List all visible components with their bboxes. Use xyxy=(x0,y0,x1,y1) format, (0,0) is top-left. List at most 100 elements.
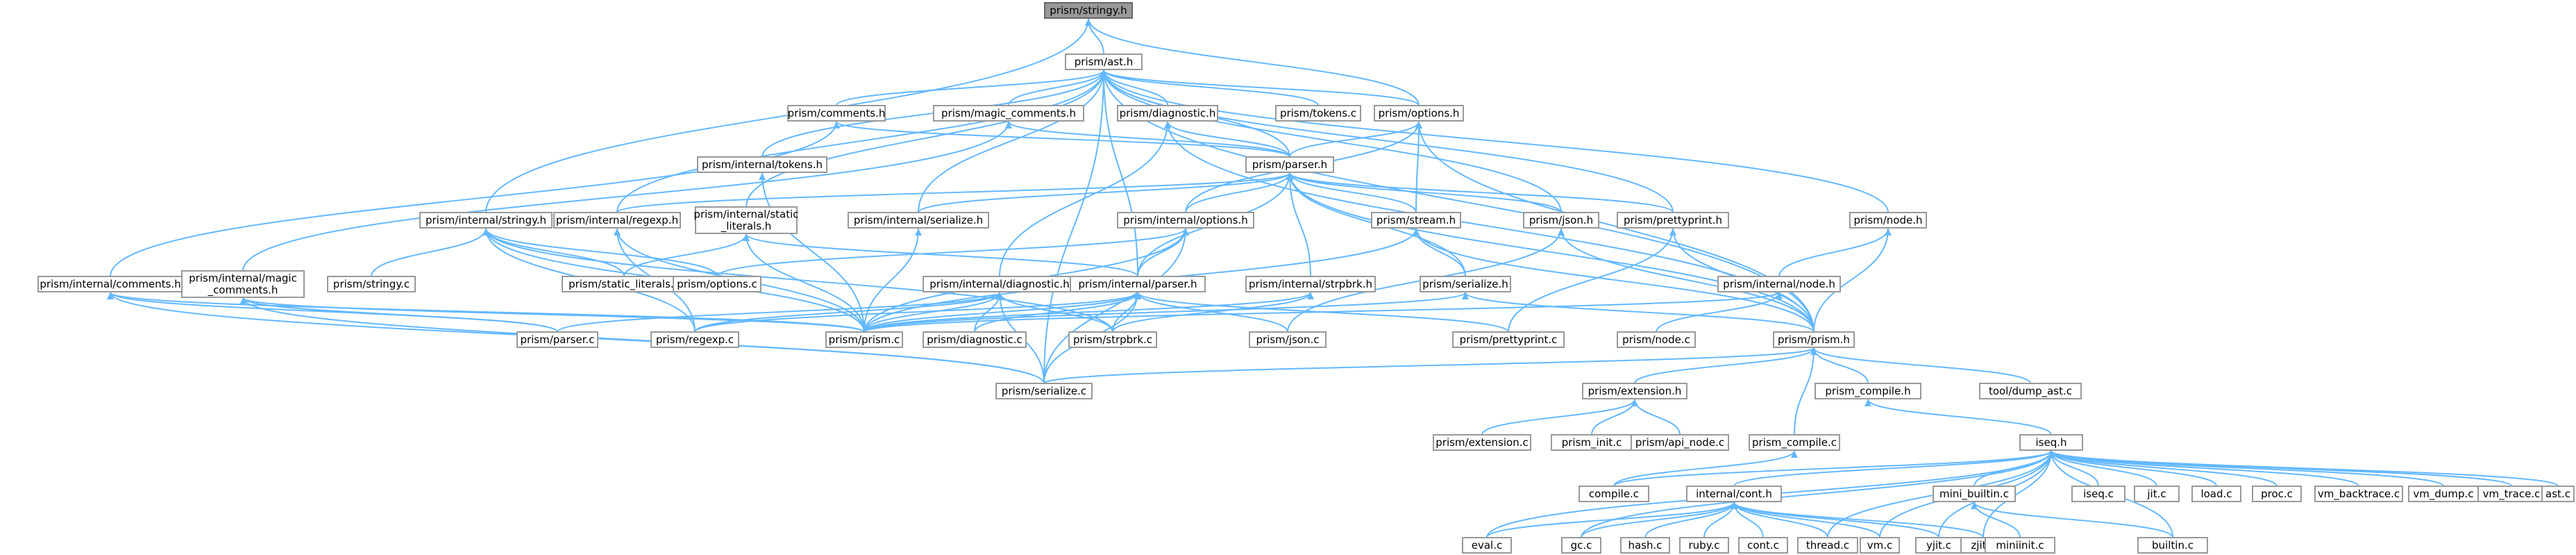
node-options-c[interactable]: prism/options.c xyxy=(673,276,761,292)
node-internal-parser-h[interactable]: prism/internal/parser.h xyxy=(1070,276,1206,292)
node-internal-cont-h[interactable]: internal/cont.h xyxy=(1686,486,1782,502)
node-internal-options-h[interactable]: prism/internal/options.h xyxy=(1117,212,1254,229)
node-options-h[interactable]: prism/options.h xyxy=(1374,105,1464,122)
node-internal-serialize-h[interactable]: prism/internal/serialize.h xyxy=(848,212,989,229)
edge-serialize_c-to-internal_options_h xyxy=(1043,228,1189,384)
node-jit-c[interactable]: jit.c xyxy=(2134,486,2180,502)
node-ruby-c[interactable]: ruby.c xyxy=(1679,537,1729,554)
edge-internal_serialize_h-to-ast_h xyxy=(918,69,1107,213)
node-iseq-c[interactable]: iseq.c xyxy=(2071,486,2125,502)
node-diagnostic-h[interactable]: prism/diagnostic.h xyxy=(1117,105,1218,122)
edge-load_c-to-iseq_h xyxy=(2048,450,2217,487)
edge-node_h-to-ast_h xyxy=(1100,69,1889,213)
node-tokens-c[interactable]: prism/tokens.c xyxy=(1275,105,1361,122)
node-comments-h[interactable]: prism/comments.h xyxy=(787,105,886,122)
node-proc-c[interactable]: proc.c xyxy=(2252,486,2302,502)
edge-tokens_c-to-ast_h xyxy=(1100,69,1319,106)
edge-tool_dump_ast_c-to-prism_h xyxy=(1810,347,2031,384)
node-diagnostic-c[interactable]: prism/diagnostic.c xyxy=(923,331,1027,348)
node-compile-c[interactable]: compile.c xyxy=(1579,486,1649,502)
node-label: prism/options.h xyxy=(1379,107,1460,119)
node-load-c[interactable]: load.c xyxy=(2191,486,2241,502)
node-stream-h[interactable]: prism/stream.h xyxy=(1371,212,1461,229)
node-yjit-c[interactable]: yjit.c xyxy=(1915,537,1962,554)
node-box xyxy=(1582,383,1687,399)
node-cont-c[interactable]: cont.c xyxy=(1738,537,1788,554)
node-parser-c[interactable]: prism/parser.c xyxy=(516,331,598,348)
node-json-c[interactable]: prism/json.c xyxy=(1249,331,1327,348)
node-ast-h[interactable]: prism/ast.h xyxy=(1065,53,1143,70)
node-prism-init-c[interactable]: prism_init.c xyxy=(1551,434,1633,451)
node-static-literals-c[interactable]: prism/static_literals.c xyxy=(562,276,687,292)
node-prettyprint-c[interactable]: prism/prettyprint.c xyxy=(1452,331,1565,348)
node-prism-h[interactable]: prism/prism.h xyxy=(1773,331,1855,348)
node-thread-c[interactable]: thread.c xyxy=(1797,537,1858,554)
node-strpbrk-c[interactable]: prism/strpbrk.c xyxy=(1068,331,1157,348)
node-box xyxy=(2191,486,2241,502)
node-vm-dump-c[interactable]: vm_dump.c xyxy=(2408,486,2479,502)
node-prism-compile-h[interactable]: prism_compile.h xyxy=(1815,383,1921,399)
edge-hash_c-to-internal_cont_h xyxy=(1644,502,1737,538)
node-vm-c[interactable]: vm.c xyxy=(1860,537,1900,554)
edge-diagnostic_c-to-internal_parser_h xyxy=(974,292,1141,333)
node-api-node-c[interactable]: prism/api_node.c xyxy=(1631,434,1729,451)
edge-prism_compile_c-to-prism_h xyxy=(1794,347,1817,436)
node-internal-stringy-h[interactable]: prism/internal/stringy.h xyxy=(419,212,553,229)
node-stringy-c[interactable]: prism/stringy.c xyxy=(327,276,416,292)
node-extension-c[interactable]: prism/extension.c xyxy=(1433,434,1531,451)
node-tool-dump-ast-c[interactable]: tool/dump_ast.c xyxy=(1979,383,2082,399)
node-label: prism/internal/tokens.h xyxy=(702,158,823,171)
node-box xyxy=(1797,537,1858,554)
edge-serialize_c-to-internal_magic_comments_h xyxy=(239,297,1045,384)
node-label: yjit.c xyxy=(1926,539,1951,552)
node-box xyxy=(1523,212,1599,229)
node-builtin-c[interactable]: builtin.c xyxy=(2137,537,2208,554)
node-internal-comments-h[interactable]: prism/internal/comments.h xyxy=(37,276,183,292)
node-stringy-h[interactable]: prism/stringy.h xyxy=(1044,2,1133,19)
node-eval-c[interactable]: eval.c xyxy=(1462,537,1512,554)
node-label: prism/json.c xyxy=(1256,333,1319,346)
node-internal-node-h[interactable]: prism/internal/node.h xyxy=(1717,276,1841,292)
node-node-h[interactable]: prism/node.h xyxy=(1849,212,1927,229)
node-label: prism/internal/strpbrk.h xyxy=(1249,278,1372,290)
node-extension-h[interactable]: prism/extension.h xyxy=(1582,383,1687,399)
node-prettyprint-h[interactable]: prism/prettyprint.h xyxy=(1617,212,1729,229)
node-miniinit-c[interactable]: miniinit.c xyxy=(1985,537,2055,554)
node-label: prism/diagnostic.c xyxy=(927,333,1022,346)
node-serialize-h[interactable]: prism/serialize.h xyxy=(1420,276,1511,292)
node-vm-backtrace-c[interactable]: vm_backtrace.c xyxy=(2314,486,2403,502)
node-label: prism/internal/stringy.h xyxy=(426,214,546,226)
node-label: prism/stringy.c xyxy=(333,278,410,290)
node-serialize-c[interactable]: prism/serialize.c xyxy=(995,383,1093,399)
edge-thread_c-to-internal_cont_h xyxy=(1731,502,1828,538)
node-json-h[interactable]: prism/json.h xyxy=(1523,212,1599,229)
node-internal-tokens-h[interactable]: prism/internal/tokens.h xyxy=(697,156,827,173)
node-box xyxy=(1849,212,1927,229)
edge-gc_c-to-internal_cont_h xyxy=(1581,502,1737,538)
node-label: prism/internal/comments.h xyxy=(40,278,180,290)
node-regexp-c[interactable]: prism/regexp.c xyxy=(650,331,739,348)
node-vm-trace-c[interactable]: vm_trace.c xyxy=(2477,486,2545,502)
node-internal-static-literals-h[interactable]: prism/internal/static_literals.h xyxy=(693,206,799,234)
node-internal-strpbrk-h[interactable]: prism/internal/strpbrk.h xyxy=(1245,276,1376,292)
edge-extension_c-to-extension_h xyxy=(1481,399,1638,436)
node-internal-diagnostic-h[interactable]: prism/internal/diagnostic.h xyxy=(923,276,1077,292)
edge-internal_serialize_h-to-parser_h xyxy=(918,172,1293,213)
node-ast-c[interactable]: ast.c xyxy=(2541,486,2575,502)
node-internal-regexp-h[interactable]: prism/internal/regexp.h xyxy=(553,212,681,229)
node-magic-comments-h[interactable]: prism/magic_comments.h xyxy=(933,105,1084,122)
node-gc-c[interactable]: gc.c xyxy=(1561,537,1601,554)
node-mini-builtin-c[interactable]: mini_builtin.c xyxy=(1933,486,2016,502)
node-iseq-h[interactable]: iseq.h xyxy=(2019,434,2083,451)
node-hash-c[interactable]: hash.c xyxy=(1620,537,1670,554)
node-box xyxy=(1617,212,1729,229)
node-node-c[interactable]: prism/node.c xyxy=(1617,331,1696,348)
edge-json_h-to-ast_h xyxy=(1100,69,1562,213)
node-prism-c[interactable]: prism/prism.c xyxy=(825,331,903,348)
node-box xyxy=(516,331,598,348)
node-parser-h[interactable]: prism/parser.h xyxy=(1245,156,1334,173)
node-box xyxy=(1462,537,1512,554)
node-box xyxy=(1815,383,1921,399)
node-prism-compile-c[interactable]: prism_compile.c xyxy=(1749,434,1840,451)
node-internal-magic-comments-h[interactable]: prism/internal/magic_comments.h xyxy=(181,270,305,298)
